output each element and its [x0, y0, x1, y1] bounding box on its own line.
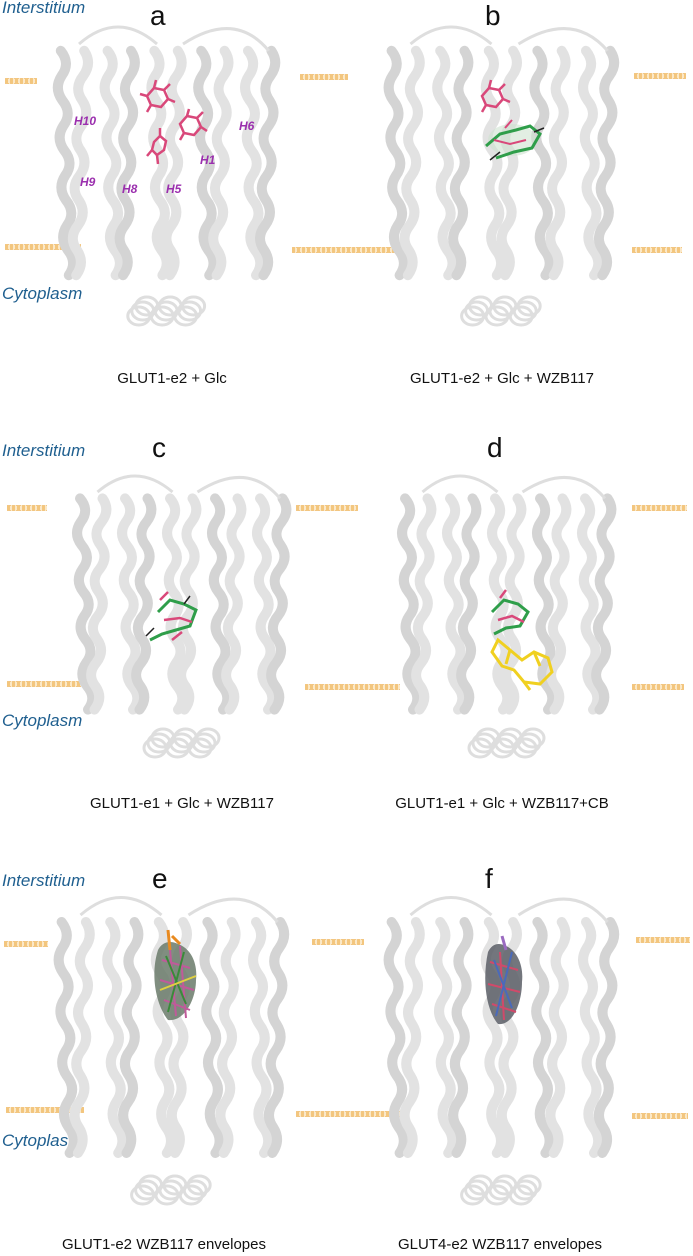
panel-letter-e: e: [152, 863, 168, 894]
membrane-bottom-e: [6, 1107, 84, 1113]
protein-structure-c: [72, 474, 292, 759]
membrane-top-d: [632, 505, 687, 511]
membrane-bottom-d: [632, 684, 684, 690]
helix-label-h5: H5: [166, 182, 182, 196]
caption-f: GLUT4-e2 WZB117 envelopes: [398, 1236, 602, 1253]
caption-b: GLUT1-e2 + Glc + WZB117: [410, 370, 594, 387]
membrane-top-ab: [300, 74, 348, 80]
protein-structure-a: [52, 25, 281, 327]
membrane-bottom-ef: [296, 1111, 408, 1117]
interstitium-label-row3: Interstitium: [2, 871, 86, 890]
membrane-bottom-c: [7, 681, 81, 687]
protein-structure-e: [53, 896, 290, 1206]
membrane-top-a: [5, 78, 37, 84]
membrane-top-c: [7, 505, 47, 511]
cytoplasm-label-row1: Cytoplasm: [2, 284, 83, 303]
helix-label-h6: H6: [239, 119, 255, 133]
membrane-top-ef: [312, 939, 364, 945]
panel-letter-f: f: [485, 863, 493, 894]
caption-c: GLUT1-e1 + Glc + WZB117: [90, 795, 274, 812]
membrane-top-e: [4, 941, 48, 947]
membrane-top-f: [636, 937, 690, 943]
membrane-bottom-a: [5, 244, 81, 250]
membrane-bottom-cd: [305, 684, 400, 690]
membrane-bottom-ab: [292, 247, 405, 253]
caption-a: GLUT1-e2 + Glc: [117, 370, 227, 387]
cytoplasm-label-row2: Cytoplasm: [2, 711, 83, 730]
panel-letter-b: b: [485, 0, 501, 31]
helix-label-h9: H9: [80, 175, 96, 189]
helix-label-h8: H8: [122, 182, 138, 196]
membrane-bottom-f: [632, 1113, 688, 1119]
membrane-top-cd: [296, 505, 358, 511]
membrane-top-b: [634, 73, 686, 79]
cytoplasm-label-row3: Cytoplasm: [2, 1131, 83, 1150]
membrane-bottom-b: [632, 247, 682, 253]
panel-letter-a: a: [150, 0, 166, 31]
caption-e: GLUT1-e2 WZB117 envelopes: [62, 1236, 266, 1253]
panel-letter-d: d: [487, 432, 503, 463]
protein-structure-b: [383, 25, 620, 327]
caption-d: GLUT1-e1 + Glc + WZB117+CB: [395, 795, 609, 812]
interstitium-label-row2: Interstitium: [2, 441, 86, 460]
protein-structure-d: [397, 474, 617, 759]
helix-label-h10: H10: [74, 114, 97, 128]
helix-label-h1: H1: [200, 153, 216, 167]
protein-structure-f: [383, 896, 620, 1206]
panel-letter-c: c: [152, 432, 166, 463]
interstitium-label-row1: Interstitium: [2, 0, 86, 17]
